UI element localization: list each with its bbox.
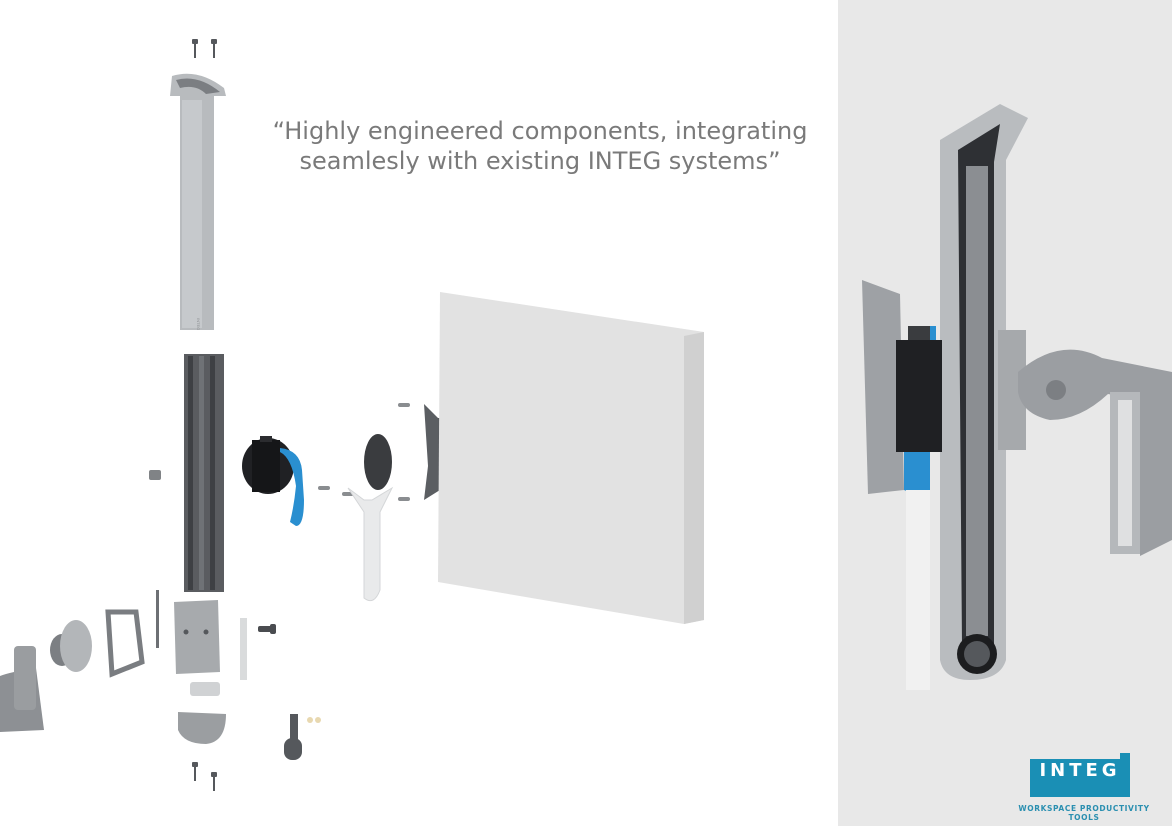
pole-marking: INTEG: [196, 318, 201, 330]
top-screws: [192, 39, 217, 58]
exploded-assembly-illustration: INTEG: [0, 39, 704, 791]
pole-section: [940, 104, 1028, 680]
bolt-set: [258, 624, 276, 634]
nut: [149, 470, 161, 480]
bracket-ring: [105, 609, 145, 678]
assembly-key: [347, 486, 394, 602]
clamp-unit: [242, 436, 304, 526]
quote-line-1: “Highly engineered components, integrati…: [272, 117, 808, 145]
end-cap: [178, 712, 226, 744]
headline-quote: “Highly engineered components, integrati…: [250, 116, 830, 176]
pivot-bracket: [284, 714, 321, 760]
integ-logo: [1030, 753, 1130, 797]
brand-tagline: WORKSPACE PRODUCTIVITY TOOLS: [1018, 804, 1150, 822]
monitor-arm: [0, 620, 92, 732]
vesa-bracket-section: [862, 280, 942, 690]
brand-name: INTEG: [1039, 760, 1121, 781]
clamp-body: [174, 600, 220, 674]
arm-section: [998, 330, 1172, 556]
slider: [190, 682, 220, 696]
clip-strip: [240, 618, 247, 680]
spacer-disc: [364, 434, 392, 490]
quote-line-2: seamlesly with existing INTEG systems”: [299, 147, 781, 175]
bottom-screws: [192, 762, 217, 791]
pole-cover: INTEG: [170, 73, 226, 330]
aluminium-extrusion: [184, 354, 224, 592]
thin-rod: [156, 590, 159, 648]
monitor: [438, 292, 704, 624]
